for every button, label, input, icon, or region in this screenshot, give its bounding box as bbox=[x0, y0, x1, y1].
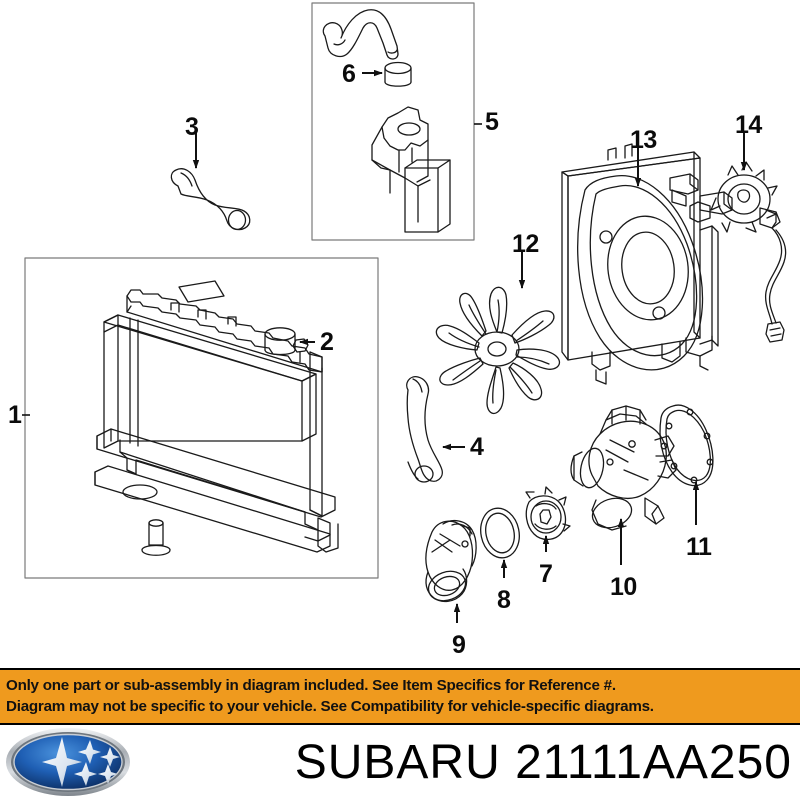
diagram-area: 1 2 3 4 5 6 7 8 9 10 11 12 13 14 bbox=[8, 2, 787, 659]
thermostat-gasket-art bbox=[480, 507, 520, 559]
callout-11: 11 bbox=[686, 533, 712, 561]
footer-bar: SUBARU 21111AA250 bbox=[0, 725, 800, 800]
callout-1: 1 bbox=[8, 401, 22, 429]
reservoir-group-box bbox=[311, 2, 475, 241]
callout-3: 3 bbox=[185, 113, 199, 141]
callout-9: 9 bbox=[452, 631, 466, 659]
radiator-assembly-art bbox=[94, 280, 339, 556]
disclaimer-line-2: Diagram may not be specific to your vehi… bbox=[6, 697, 654, 715]
callout-10: 10 bbox=[610, 573, 637, 601]
subaru-logo bbox=[6, 728, 130, 796]
reservoir-cap-art bbox=[384, 61, 412, 87]
radiator-cap-art bbox=[264, 327, 296, 356]
callout-13: 13 bbox=[630, 126, 657, 154]
callout-12: 12 bbox=[512, 230, 539, 258]
callout-8: 8 bbox=[497, 586, 511, 614]
water-pump-gasket-art bbox=[659, 404, 714, 487]
fan-shroud-art bbox=[561, 143, 733, 385]
fan-motor-art bbox=[710, 161, 787, 343]
coolant-reservoir-art bbox=[371, 106, 451, 233]
callout-4: 4 bbox=[470, 433, 484, 461]
cooling-fan-blade-art bbox=[435, 286, 561, 415]
reservoir-hose-art bbox=[322, 9, 399, 60]
disclaimer-banner: Only one part or sub-assembly in diagram… bbox=[0, 668, 800, 725]
thermostat-housing-art bbox=[425, 519, 477, 603]
upper-radiator-hose-art bbox=[170, 168, 251, 231]
lower-radiator-hose-art bbox=[406, 376, 443, 483]
water-pump-art bbox=[570, 405, 677, 531]
part-number-label: SUBARU 21111AA250 bbox=[0, 725, 800, 800]
disclaimer-line-1: Only one part or sub-assembly in diagram… bbox=[6, 677, 616, 695]
cooling-system-diagram bbox=[22, 2, 787, 623]
callout-7: 7 bbox=[539, 560, 553, 588]
callout-leaders bbox=[22, 69, 748, 623]
callout-6: 6 bbox=[342, 60, 356, 88]
callout-14: 14 bbox=[735, 111, 762, 139]
part-number-text: SUBARU 21111AA250 bbox=[294, 736, 792, 789]
callout-5: 5 bbox=[485, 108, 499, 136]
thermostat-art bbox=[525, 486, 571, 541]
radiator-group-box bbox=[24, 257, 379, 579]
callout-2: 2 bbox=[320, 328, 334, 356]
